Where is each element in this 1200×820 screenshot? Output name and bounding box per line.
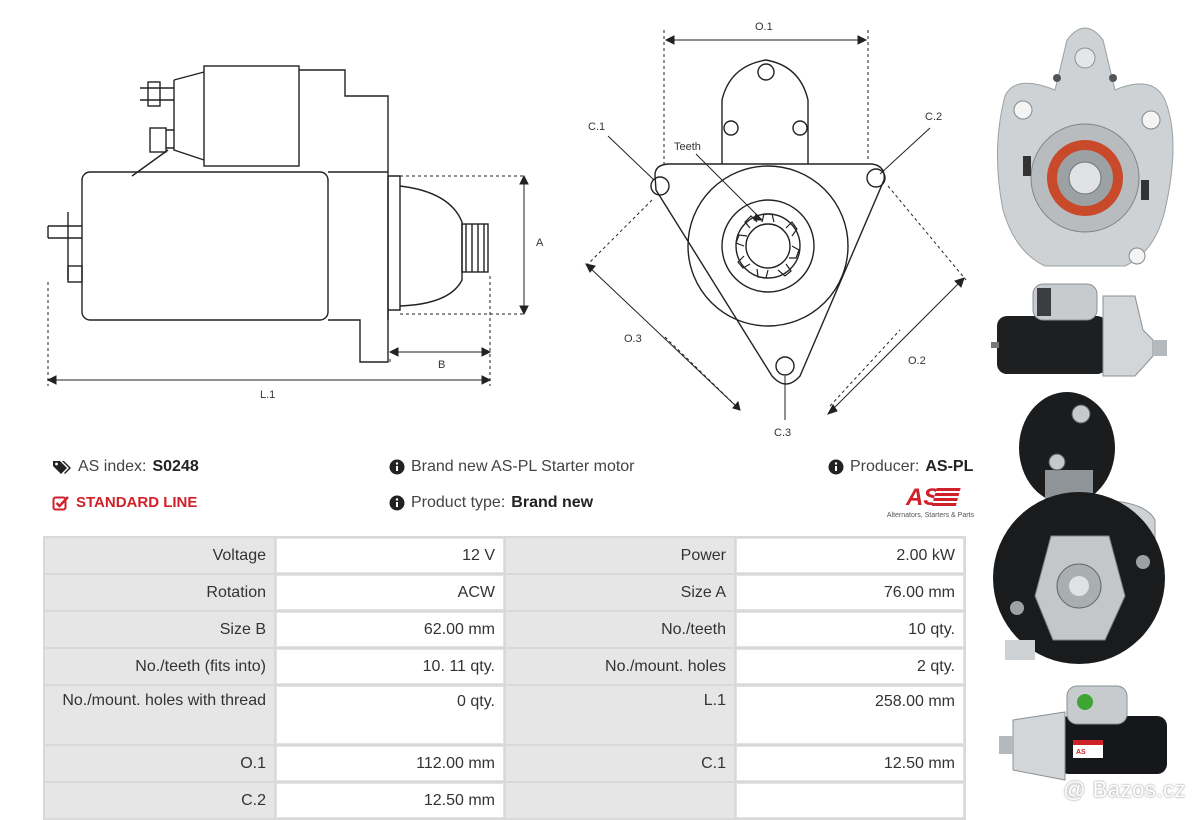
spec-value: 10 qty. bbox=[736, 612, 964, 647]
logo-stripes bbox=[931, 488, 961, 508]
dim-o3-label: O.3 bbox=[624, 333, 642, 345]
spec-value: 62.00 mm bbox=[276, 612, 504, 647]
dim-o2-label: O.2 bbox=[908, 355, 926, 367]
info-icon bbox=[828, 459, 844, 475]
spec-value: 76.00 mm bbox=[736, 575, 964, 610]
spec-value: 2 qty. bbox=[736, 649, 964, 684]
dim-o1-label: O.1 bbox=[755, 21, 773, 33]
spec-key: No./mount. holes bbox=[506, 649, 734, 684]
spec-value bbox=[736, 783, 964, 818]
spec-key: Power bbox=[506, 538, 734, 573]
watermark: @ Bazos.cz bbox=[1063, 777, 1186, 802]
spec-key: Size A bbox=[506, 575, 734, 610]
table-row: Size B 62.00 mm No./teeth 10 qty. bbox=[45, 612, 964, 647]
table-row: No./mount. holes with thread 0 qty. L.1 … bbox=[45, 686, 964, 744]
checkbox-icon bbox=[52, 495, 69, 510]
photo-labeled-product: AS bbox=[999, 685, 1167, 781]
spec-key: No./teeth (fits into) bbox=[45, 649, 274, 684]
as-index-label: AS index: bbox=[78, 458, 147, 475]
as-index-row: AS index: S0248 bbox=[52, 458, 199, 476]
spec-key: O.1 bbox=[45, 746, 274, 781]
as-pl-logo: AS Alternators, Starters & Parts bbox=[870, 486, 974, 526]
photo-side-profile bbox=[991, 283, 1167, 377]
spec-key: C.1 bbox=[506, 746, 734, 781]
spec-key: Size B bbox=[45, 612, 274, 647]
dim-c3-label: C.3 bbox=[774, 427, 791, 439]
producer-value: AS-PL bbox=[925, 458, 974, 475]
tags-icon bbox=[53, 461, 71, 474]
table-row: No./teeth (fits into) 10. 11 qty. No./mo… bbox=[45, 649, 964, 684]
description-text: Brand new AS-PL Starter motor bbox=[411, 458, 635, 475]
spec-value: ACW bbox=[276, 575, 504, 610]
dim-b-label: B bbox=[438, 359, 445, 371]
producer-row: Producer: AS-PL bbox=[828, 458, 973, 476]
table-row: O.1 112.00 mm C.1 12.50 mm bbox=[45, 746, 964, 781]
photo-front-flange bbox=[996, 27, 1174, 267]
spec-value: 2.00 kW bbox=[736, 538, 964, 573]
standard-line-row: STANDARD LINE bbox=[52, 494, 197, 511]
standard-line-label: STANDARD LINE bbox=[76, 494, 198, 511]
side-view-diagram: A B L.1 bbox=[46, 65, 544, 401]
producer-label: Producer: bbox=[850, 458, 920, 475]
dim-l1-label: L.1 bbox=[260, 389, 275, 401]
spec-key bbox=[506, 783, 734, 818]
spec-table: Voltage 12 V Power 2.00 kW Rotation ACW … bbox=[43, 536, 966, 820]
table-row: Voltage 12 V Power 2.00 kW bbox=[45, 538, 964, 573]
info-icon bbox=[389, 459, 405, 475]
spec-value: 10. 11 qty. bbox=[276, 649, 504, 684]
logo-tagline: Alternators, Starters & Parts bbox=[886, 512, 974, 519]
info-icon bbox=[389, 495, 405, 511]
dim-a-label: A bbox=[536, 237, 544, 249]
spec-key: C.2 bbox=[45, 783, 274, 818]
spec-value: 112.00 mm bbox=[276, 746, 504, 781]
table-row: C.2 12.50 mm bbox=[45, 783, 964, 818]
product-type-row: Product type: Brand new bbox=[389, 494, 593, 512]
spec-value: 258.00 mm bbox=[736, 686, 964, 744]
spec-value: 0 qty. bbox=[276, 686, 504, 744]
teeth-label: Teeth bbox=[674, 141, 701, 153]
spec-value: 12 V bbox=[276, 538, 504, 573]
spec-key: Voltage bbox=[45, 538, 274, 573]
as-index-value: S0248 bbox=[152, 458, 199, 475]
product-type-value: Brand new bbox=[511, 494, 594, 511]
dim-c2-label: C.2 bbox=[925, 111, 942, 123]
photo-label-text: AS bbox=[1076, 749, 1086, 756]
description-row: Brand new AS-PL Starter motor bbox=[389, 458, 635, 476]
photo-rear-view bbox=[993, 392, 1165, 664]
spec-key: L.1 bbox=[506, 686, 734, 744]
spec-key: No./mount. holes with thread bbox=[45, 686, 274, 744]
spec-value: 12.50 mm bbox=[276, 783, 504, 818]
spec-key: Rotation bbox=[45, 575, 274, 610]
spec-key: No./teeth bbox=[506, 612, 734, 647]
product-type-label: Product type: bbox=[411, 494, 506, 511]
table-row: Rotation ACW Size A 76.00 mm bbox=[45, 575, 964, 610]
front-view-diagram: O.1 O.2 O.3 C.1 C.2 C.3 Teeth bbox=[583, 21, 967, 439]
spec-value: 12.50 mm bbox=[736, 746, 964, 781]
dim-c1-label: C.1 bbox=[588, 121, 605, 133]
gear-teeth bbox=[735, 213, 800, 279]
product-photos: AS bbox=[991, 27, 1174, 781]
